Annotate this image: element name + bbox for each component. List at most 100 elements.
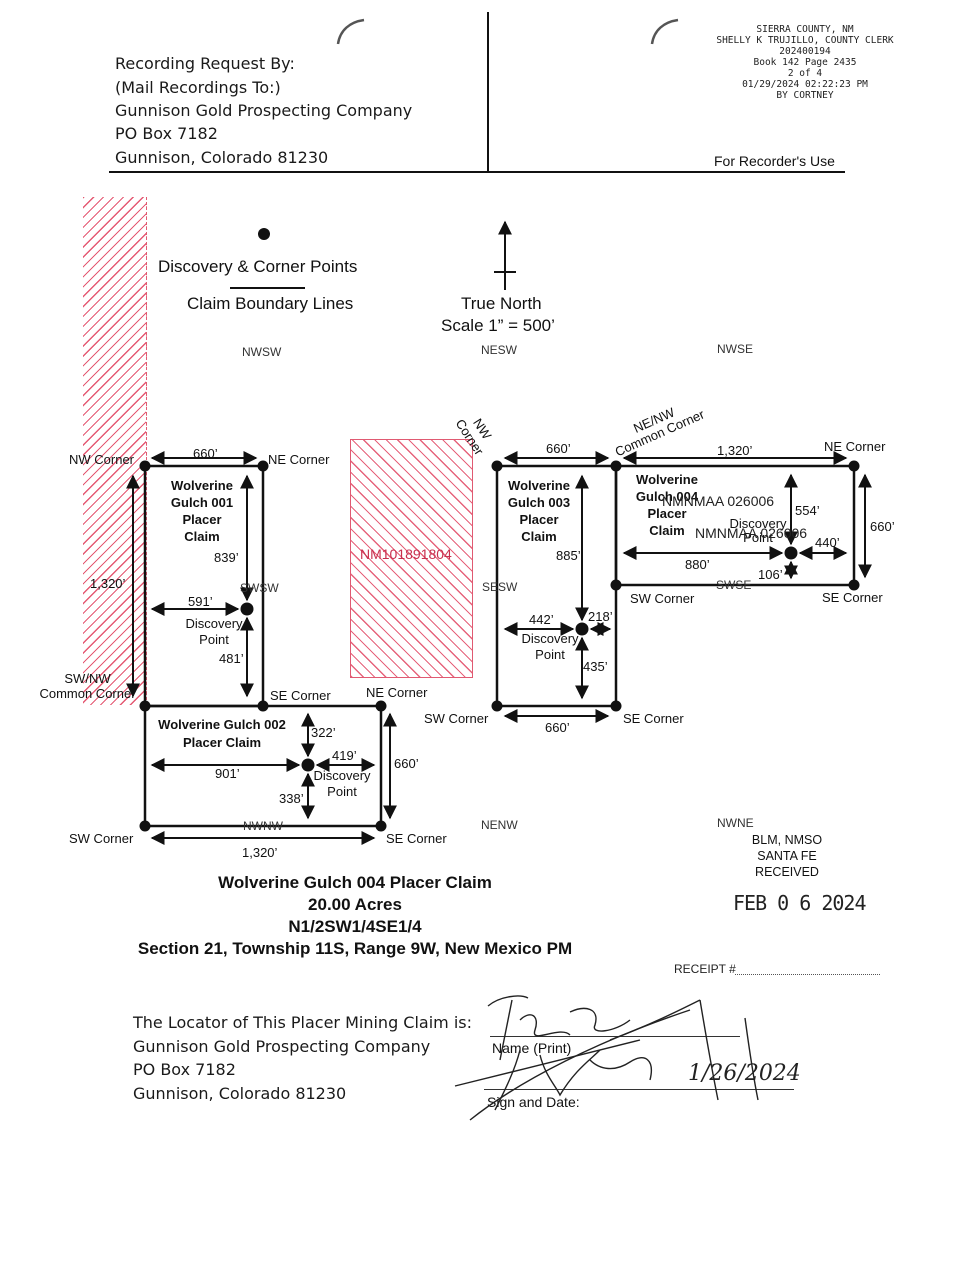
- claim-003-sw-corner: SW Corner: [424, 711, 489, 726]
- claim-name-line: Claim: [184, 529, 220, 544]
- claim-003-bottom-dim: 660’: [545, 720, 570, 735]
- claim-002-dim-419: 419’: [332, 748, 357, 763]
- claim-name-line: Gulch 001: [170, 495, 234, 510]
- claim-001-dim-481: 481’: [219, 651, 244, 666]
- discovery-label-line: Discovery: [729, 516, 787, 531]
- blm-received-date: FEB 0 6 2024: [733, 891, 866, 915]
- claim-001-ne-corner: NE Corner: [268, 452, 330, 467]
- claim-name-line: Gulch 004: [635, 489, 699, 504]
- recording-request-line: Gunnison Gold Prospecting Company: [115, 101, 413, 120]
- sign-date-line: [484, 1089, 794, 1090]
- legend-discovery-dot: [258, 228, 270, 240]
- claim-name-line: Claim: [521, 529, 557, 544]
- stamp-line: 01/29/2024 02:22:23 PM: [742, 79, 868, 90]
- claim-name-line: Gulch 003: [507, 495, 571, 510]
- claim-title-block: Wolverine Gulch 004 Placer Claim 20.00 A…: [100, 872, 610, 960]
- claim-001-sw-nw-corner: SW/NW Common Corner: [30, 671, 145, 701]
- stamp-line: BY CORTNEY: [776, 90, 834, 101]
- scale-label: Scale 1” = 500’: [441, 316, 555, 335]
- locator-line: Gunnison, Colorado 81230: [133, 1083, 347, 1103]
- sign-date-label: Sign and Date:: [487, 1094, 580, 1110]
- quarter-label-nwne: NWNE: [717, 816, 754, 830]
- stamp-line: 202400194: [779, 46, 831, 57]
- stamp-line: SANTA FE: [757, 849, 817, 863]
- claim-004-ne-corner: NE Corner: [824, 439, 886, 454]
- claim-002-discovery-label: Discovery Point: [304, 768, 380, 800]
- quarter-label-nesw: NESW: [481, 343, 517, 357]
- stamp-line: SHELLY K TRUJILLO, COUNTY CLERK: [716, 35, 894, 46]
- locator-line: Gunnison Gold Prospecting Company: [133, 1036, 431, 1056]
- claim-002-dim-338: 338’: [279, 791, 304, 806]
- claim-004-dim-554: 554’: [795, 503, 820, 518]
- claim-002-ne-corner: NE Corner: [366, 685, 428, 700]
- corner-label-line: Common Corner: [39, 686, 136, 701]
- legend-discovery-label: Discovery & Corner Points: [158, 257, 358, 276]
- claim-003-top-dim: 660’: [546, 441, 571, 456]
- claim-002-dim-322: 322’: [311, 725, 336, 740]
- hole-punch-mark-left: [336, 18, 365, 45]
- discovery-label-line: Point: [327, 784, 357, 799]
- recording-request-line: Gunnison, Colorado 81230: [115, 148, 329, 167]
- claim-004-dim-106: 106’: [758, 567, 783, 582]
- discovery-label-line: Discovery: [185, 616, 243, 631]
- discovery-label-line: Discovery: [521, 631, 579, 646]
- claim-001-discovery-label: Discovery Point: [172, 616, 256, 648]
- claim-name-line: Placer: [519, 512, 559, 527]
- name-print-line: [490, 1036, 740, 1037]
- claim-name-line: Placer Claim: [182, 735, 262, 750]
- claim-title-location: Section 21, Township 11S, Range 9W, New …: [137, 939, 573, 958]
- claim-003-dim-435: 435’: [583, 659, 608, 674]
- discovery-label-line: Discovery: [313, 768, 371, 783]
- claim-004-name: Wolverine Gulch 004 Placer Claim: [630, 471, 704, 539]
- stamp-line: BLM, NMSO: [751, 833, 823, 847]
- claim-001-nw-corner: NW Corner: [69, 452, 135, 467]
- discovery-label-line: Point: [199, 632, 229, 647]
- claim-001-top-dim: 660’: [193, 446, 218, 461]
- claim-002-dim-1320: 1,320’: [242, 845, 278, 860]
- receipt-label: RECEIPT #: [674, 962, 736, 976]
- stamp-line: SIERRA COUNTY, NM: [756, 24, 854, 35]
- claim-001-dim-591: 591’: [188, 594, 213, 609]
- blm-received-stamp: BLM, NMSO SANTA FE RECEIVED: [735, 832, 839, 880]
- county-clerk-stamp: SIERRA COUNTY, NM SHELLY K TRUJILLO, COU…: [700, 24, 910, 101]
- name-print-label: Name (Print): [492, 1040, 572, 1056]
- recorder-use-label: For Recorder's Use: [714, 153, 835, 169]
- claim-001-dim-839: 839’: [214, 550, 239, 565]
- stamp-line: Book 142 Page 2435: [753, 57, 857, 68]
- claim-name-line: Wolverine Gulch 002: [158, 717, 286, 732]
- claim-title-name: Wolverine Gulch 004 Placer Claim: [218, 873, 492, 892]
- quarter-label-nwnw: NWNW: [243, 819, 283, 833]
- claim-name-line: Placer: [647, 506, 687, 521]
- claim-003-discovery-label: Discovery Point: [511, 631, 589, 663]
- quarter-label-nwsw: NWSW: [242, 345, 282, 359]
- claim-004-overlay-serial: NMNMAA 026006: [662, 493, 775, 509]
- claim-004-discovery-label: Discovery Point: [722, 517, 794, 545]
- quarter-label-nwse: NWSE: [717, 342, 753, 356]
- claim-name-line: Wolverine: [636, 472, 698, 487]
- recording-request-line: Recording Request By:: [115, 54, 295, 73]
- claim-004-dim-440: 440’: [815, 535, 840, 550]
- claim-name-line: Wolverine: [171, 478, 233, 493]
- claim-004-overlay-serial: NMNMAA 026006: [695, 525, 808, 541]
- claim-001-side-dim: 1,320’: [90, 576, 126, 591]
- claim-002-se-corner: SE Corner: [386, 831, 447, 846]
- stamp-line: 2 of 4: [787, 68, 823, 79]
- quarter-label-sesw: SESW: [482, 580, 518, 594]
- claim-name-line: Placer: [182, 512, 222, 527]
- receipt-line: [735, 974, 880, 975]
- claim-003-name: Wolverine Gulch 003 Placer Claim: [499, 477, 579, 545]
- claim-name-line: Claim: [649, 523, 685, 538]
- locator-line: PO Box 7182: [133, 1060, 236, 1079]
- claim-003-dim-218: 218’: [588, 609, 613, 624]
- claim-001-se-corner: SE Corner: [270, 688, 331, 703]
- recording-request-line: (Mail Recordings To:): [115, 78, 281, 97]
- claim-004-dim-880: 880’: [685, 557, 710, 572]
- claim-004-dim-660: 660’: [870, 519, 895, 534]
- claim-001-name: Wolverine Gulch 001 Placer Claim: [160, 477, 244, 545]
- locator-block: The Locator of This Placer Mining Claim …: [133, 1011, 472, 1105]
- claim-002-sw-corner: SW Corner: [69, 831, 134, 846]
- quarter-label-swse: SWSE: [716, 578, 752, 592]
- claim-003-dim-442: 442’: [529, 612, 554, 627]
- hole-punch-mark-right: [650, 18, 679, 45]
